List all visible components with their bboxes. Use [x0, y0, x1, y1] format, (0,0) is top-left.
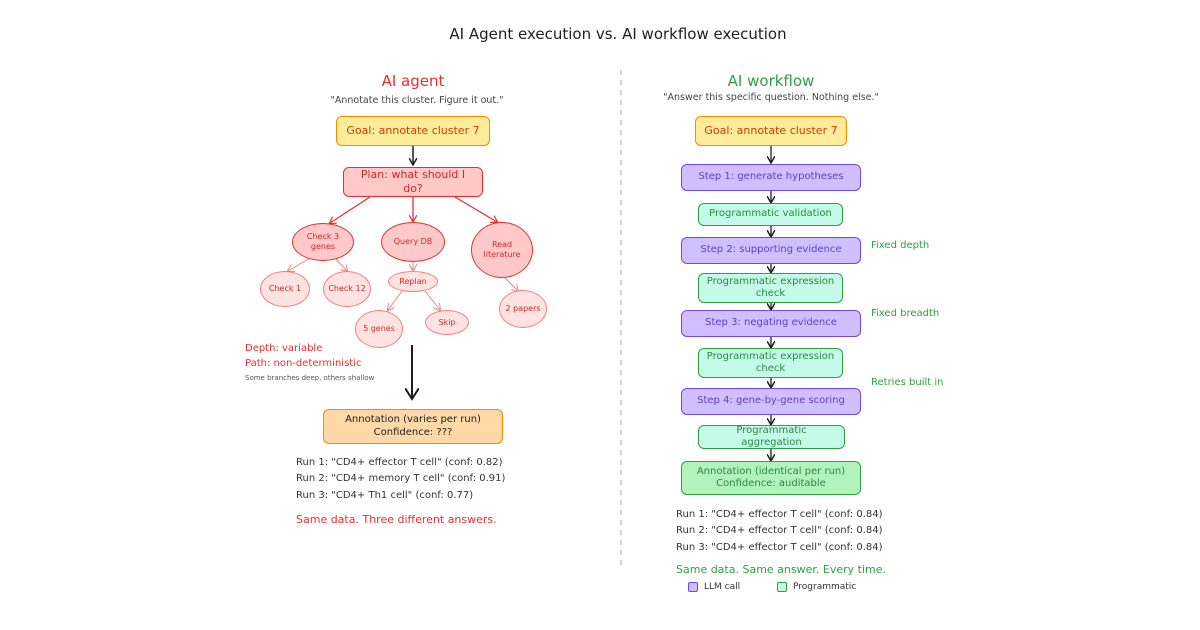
edge-plan-read — [454, 196, 497, 222]
legend-programmatic: Programmatic — [777, 582, 856, 592]
workflow-run-1: Run 1: "CD4+ effector T cell" (conf: 0.8… — [676, 509, 883, 520]
note-fixed-depth: Fixed depth — [871, 240, 930, 251]
agent-result-node: Annotation (varies per run) Confidence: … — [323, 409, 503, 444]
branch-query-db: Query DB — [381, 222, 445, 262]
note-retries: Retries built in — [871, 377, 944, 388]
workflow-step-2: Step 2: supporting evidence — [681, 237, 861, 264]
legend-programmatic-swatch — [777, 582, 787, 592]
workflow-result-line1: Annotation (identical per run) — [696, 465, 846, 477]
workflow-step-3: Step 3: negating evidence — [681, 310, 861, 337]
workflow-step-1: Step 1: generate hypotheses — [681, 164, 861, 191]
agent-run-1: Run 1: "CD4+ effector T cell" (conf: 0.8… — [296, 457, 503, 468]
workflow-prog-aggregation: Programmatic aggregation — [698, 425, 845, 449]
note-fixed-breadth: Fixed breadth — [871, 308, 940, 319]
workflow-result-line2: Confidence: auditable — [716, 478, 826, 489]
workflow-goal-node: Goal: annotate cluster 7 — [695, 116, 847, 146]
edge-check-check1 — [288, 257, 311, 271]
agent-run-3: Run 3: "CD4+ Th1 cell" (conf: 0.77) — [296, 490, 474, 501]
workflow-heading: AI workflow — [727, 72, 815, 90]
legend-programmatic-label: Programmatic — [793, 582, 857, 592]
branch-replan: Replan — [388, 271, 438, 292]
branch-two-papers: 2 papers — [499, 290, 547, 328]
page-title: AI Agent execution vs. AI workflow execu… — [449, 25, 787, 43]
workflow-run-2: Run 2: "CD4+ effector T cell" (conf: 0.8… — [676, 525, 883, 536]
edge-plan-check — [330, 196, 371, 223]
legend-llm-label: LLM call — [704, 582, 741, 592]
depth-note: Depth: variable — [245, 343, 323, 354]
branch-five-genes: 5 genes — [355, 310, 403, 348]
workflow-prog-validation: Programmatic validation — [698, 203, 843, 226]
path-note: Path: non-deterministic — [245, 358, 362, 369]
edge-replan-skip — [424, 290, 440, 310]
workflow-step-4: Step 4: gene-by-gene scoring — [681, 388, 861, 415]
branch-skip: Skip — [425, 310, 469, 335]
workflow-conclusion: Same data. Same answer. Every time. — [676, 563, 886, 576]
workflow-prog-expression-2: Programmatic expression check — [698, 348, 843, 378]
branch-check-1: Check 1 — [260, 271, 310, 307]
workflow-run-3: Run 3: "CD4+ effector T cell" (conf: 0.8… — [676, 542, 883, 553]
agent-heading: AI agent — [381, 72, 445, 90]
branch-read-literature: Read literature — [471, 222, 533, 278]
workflow-prog-expression-1: Programmatic expression check — [698, 273, 843, 303]
branch-check-genes: Check 3 genes — [292, 223, 354, 261]
edge-replan-five — [388, 290, 403, 310]
agent-run-2: Run 2: "CD4+ memory T cell" (conf: 0.91) — [296, 473, 506, 484]
branch-check-12: Check 12 — [323, 271, 371, 307]
edge-read-papers — [504, 277, 518, 291]
branches-note: Some branches deep, others shallow — [245, 374, 375, 382]
agent-goal-node: Goal: annotate cluster 7 — [336, 116, 490, 146]
legend-llm: LLM call — [688, 582, 740, 592]
agent-conclusion: Same data. Three different answers. — [296, 513, 497, 526]
agent-quote: "Annotate this cluster. Figure it out." — [330, 95, 504, 106]
workflow-result-node: Annotation (identical per run) Confidenc… — [681, 461, 861, 495]
agent-result-line1: Annotation (varies per run) — [345, 414, 481, 425]
workflow-quote: "Answer this specific question. Nothing … — [663, 92, 879, 103]
agent-result-line2: Confidence: ??? — [373, 426, 453, 438]
edge-check-check12 — [334, 257, 347, 271]
legend-llm-swatch — [688, 582, 698, 592]
agent-plan-node: Plan: what should I do? — [343, 167, 483, 197]
